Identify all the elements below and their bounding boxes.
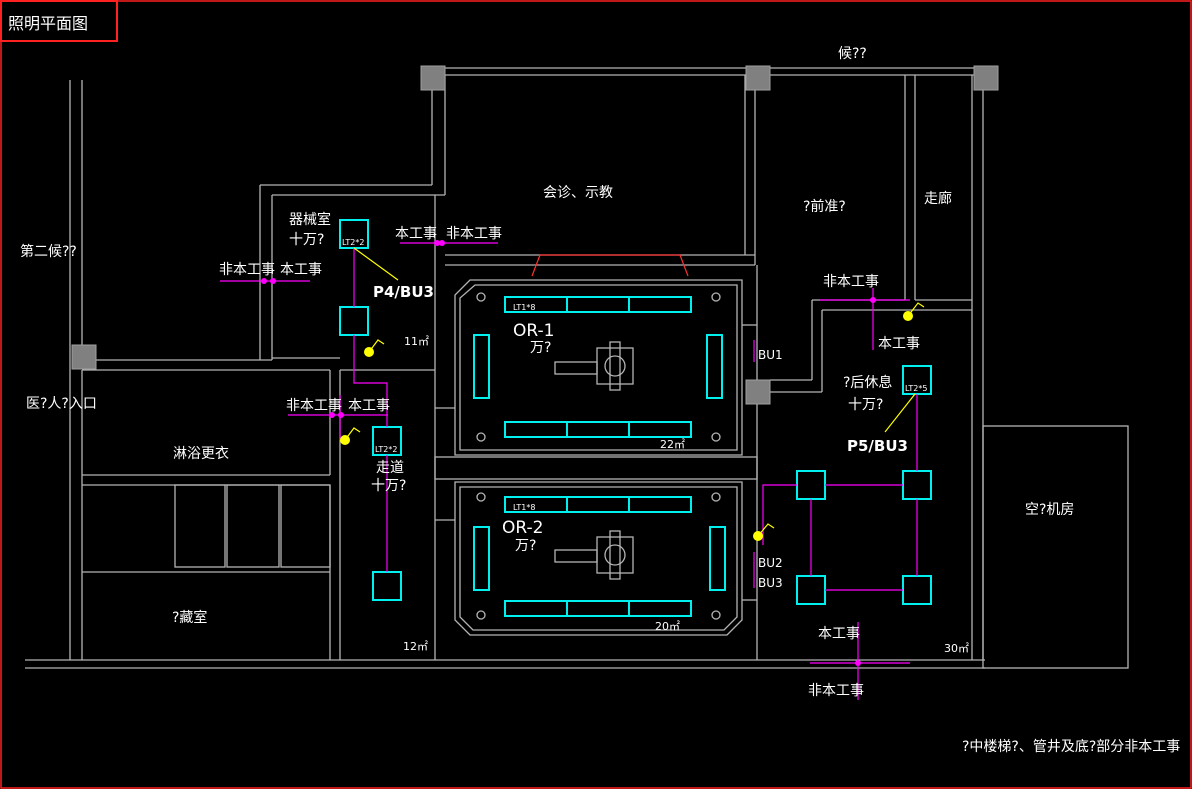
room-storage: ?藏室 (172, 609, 207, 626)
panel-bu1: BU1 (758, 348, 783, 362)
circuits (220, 240, 918, 700)
or-room-2: LT1*8 OR-2 万? 20㎡ (454, 481, 743, 636)
drawing-title: 照明平面图 (8, 14, 88, 33)
door-line (531, 254, 689, 277)
fixture-rest-5 (902, 575, 932, 605)
room-pre-area: ?前准? (803, 198, 846, 215)
or1-name: OR-1 (513, 321, 554, 341)
or1-class: 万? (530, 340, 551, 356)
panel-bu2: BU2 (758, 556, 783, 570)
fixture-rest-2 (796, 470, 826, 500)
title-box (0, 0, 118, 42)
panel-p4: P4/BU3 (373, 283, 434, 301)
room-rest-class: 十万? (848, 397, 883, 413)
room-equipment: 器械室 (289, 211, 331, 228)
room-hallway: 走道 (376, 460, 404, 476)
panel-p5: P5/BU3 (847, 437, 908, 455)
label-this-work-2: 本工事 (395, 226, 437, 242)
room-staff-entry: 医?人?入口 (26, 396, 97, 412)
label-this-work-5: 本工事 (818, 626, 860, 642)
room-hallway-class: 十万? (371, 478, 406, 494)
columns (71, 65, 999, 405)
or2-name: OR-2 (502, 518, 543, 538)
label-not-this-work-2: 非本工事 (446, 226, 502, 242)
fixture-label-a: LT2*2 (342, 238, 364, 247)
panel-bu3: BU3 (758, 576, 783, 590)
room-equipment-class: 十万? (289, 232, 324, 248)
label-not-this-work-5: 非本工事 (808, 683, 864, 699)
drawing-note: ?中楼梯?、管井及底?部分非本工事 (962, 739, 1180, 755)
label-this-work-3: 本工事 (348, 398, 390, 414)
or2-area: 20㎡ (655, 620, 680, 633)
label-this-work-4: 本工事 (878, 336, 920, 352)
panel-symbols (340, 247, 925, 541)
or2-fixture-label: LT1*8 (513, 503, 535, 512)
or-room-1: LT1*8 OR-1 万? 22㎡ (454, 279, 743, 456)
room-rest: ?后休息 (843, 374, 892, 391)
area-rest: 30㎡ (944, 642, 969, 655)
walls (25, 67, 1129, 669)
room-waiting-top: 候?? (838, 46, 867, 62)
fixture-rest-4 (796, 575, 826, 605)
fixture-equipment-bottom (339, 306, 369, 336)
room-meeting: 会诊、示教 (543, 185, 613, 201)
room-ac: 空?机房 (1025, 502, 1074, 518)
fixture-hallway-bottom (372, 571, 402, 601)
fixture-label-b: LT2*2 (375, 445, 397, 454)
or1-fixture-label: LT1*8 (513, 303, 535, 312)
fixture-label-c: LT2*5 (905, 384, 927, 393)
label-not-this-work-1: 非本工事 (219, 262, 275, 278)
area-equipment: 11㎡ (404, 335, 429, 348)
label-not-this-work-4: 非本工事 (823, 274, 879, 290)
label-this-work-1: 本工事 (280, 262, 322, 278)
or1-area: 22㎡ (660, 438, 685, 451)
or2-class: 万? (515, 538, 536, 554)
room-corridor-right: 走廊 (924, 190, 952, 207)
fixture-rest-3 (902, 470, 932, 500)
label-not-this-work-3: 非本工事 (286, 398, 342, 414)
room-second-wait: 第二候?? (20, 243, 77, 260)
area-hallway: 12㎡ (403, 640, 428, 653)
room-shower: 淋浴更衣 (173, 446, 229, 462)
